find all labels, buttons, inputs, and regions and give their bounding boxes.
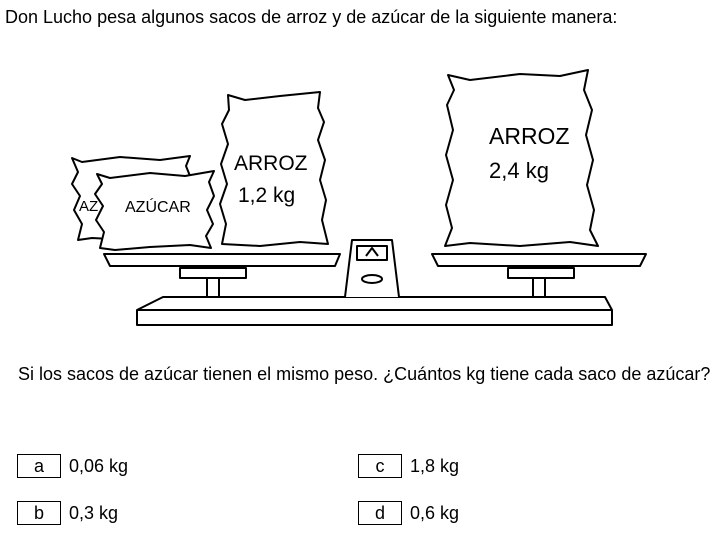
rice-big-name: ARROZ — [489, 123, 570, 149]
sugar-front-label: AZÚCAR — [125, 197, 191, 216]
sugar-back-label: AZ — [79, 198, 98, 215]
question-text: Si los sacos de azúcar tienen el mismo p… — [18, 364, 711, 384]
rice-small-name: ARROZ — [234, 152, 308, 175]
rice-small-weight: 1,2 kg — [238, 184, 295, 207]
rice-sack-big — [444, 69, 599, 247]
option-letter: c — [358, 454, 402, 478]
option-letter: a — [17, 454, 61, 478]
left-pan — [103, 253, 341, 267]
rice-big-weight: 2,4 kg — [489, 158, 549, 183]
right-pan — [431, 253, 647, 267]
rice-sack-small — [219, 91, 329, 247]
option-text: 1,8 kg — [410, 455, 460, 476]
option-c[interactable]: c 1,8 kg — [358, 454, 459, 478]
option-b[interactable]: b 0,3 kg — [17, 501, 118, 525]
option-letter: b — [17, 501, 61, 525]
option-a[interactable]: a 0,06 kg — [17, 454, 128, 478]
option-d[interactable]: d 0,6 kg — [358, 501, 459, 525]
option-letter: d — [358, 501, 402, 525]
option-text: 0,6 kg — [410, 502, 460, 523]
option-text: 0,3 kg — [69, 502, 119, 523]
problem-statement: Don Lucho pesa algunos sacos de arroz y … — [5, 7, 618, 27]
sugar-sack-front — [94, 170, 215, 251]
option-text: 0,06 kg — [69, 455, 129, 476]
balance-scale-illustration: AZ AZÚCAR ARROZ 1,2 kg ARROZ 2,4 kg — [71, 69, 647, 326]
